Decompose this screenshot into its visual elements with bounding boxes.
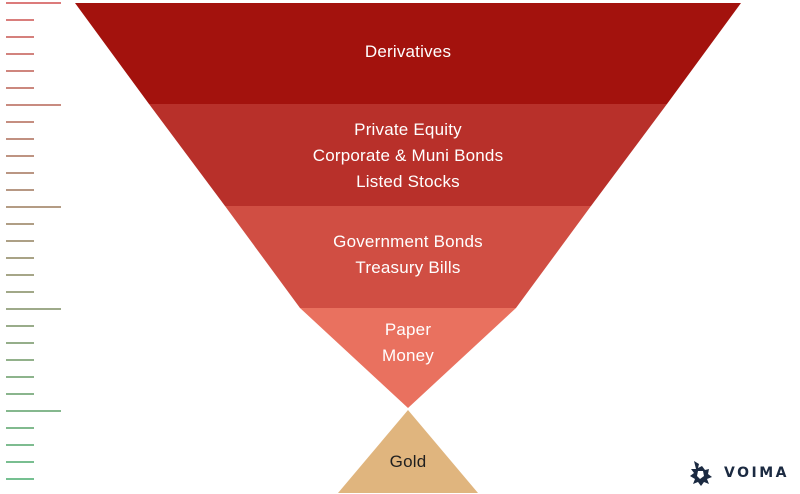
gold-base-triangle [338,410,478,493]
tier-private-assets-label: Private Equity Corporate & Muni Bonds Li… [0,117,800,195]
tier-line: Paper [384,320,432,339]
tier-line: Money [381,346,435,365]
gold-text: Gold [389,452,427,471]
tier-paper-money-label: Paper Money [0,317,800,369]
brand-name: VOIMA [724,465,789,481]
tier-derivatives-band [75,3,741,104]
brand-logo: VOIMA [686,458,789,488]
tier-line: Listed Stocks [356,172,460,191]
lion-emblem-icon [690,461,712,486]
tier-line: Derivatives [364,42,452,61]
tier-government-debt-band [225,206,591,308]
tier-government-debt-label: Government Bonds Treasury Bills [0,229,800,281]
tier-line: Corporate & Muni Bonds [312,146,504,165]
tier-line: Government Bonds [333,232,483,251]
tick-scale [6,2,61,480]
tier-line: Treasury Bills [355,258,461,277]
tier-private-assets-band [149,104,667,206]
gold-label: Gold [0,449,800,475]
tier-derivatives-label: Derivatives [0,39,800,65]
tier-line: Private Equity [354,120,462,139]
tier-paper-money-band [300,308,516,408]
